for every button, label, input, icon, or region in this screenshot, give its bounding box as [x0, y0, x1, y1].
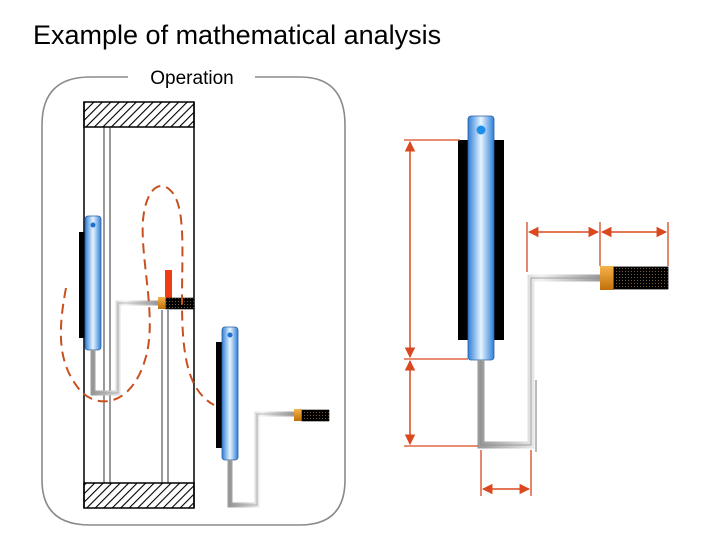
left-cylinder-sleeve [79, 232, 85, 338]
inner-cylinder-pin-icon [227, 332, 233, 338]
inner-pipe [227, 411, 294, 508]
big-cylinder-sleeve-left [458, 140, 468, 340]
big-cylinder-sleeve-right [494, 140, 504, 340]
left-orange-end [158, 297, 166, 309]
big-orange-end [600, 266, 614, 290]
inner-orange-end [294, 409, 302, 421]
top-hatched-block [83, 101, 195, 128]
motion-path [59, 184, 215, 406]
inner-cylinder-sleeve [216, 342, 222, 448]
big-dotted-piston [613, 266, 669, 290]
big-cylinder-body [467, 115, 495, 361]
operation-panel: Operation [41, 68, 346, 526]
big-cylinder-pin-icon [476, 125, 486, 135]
left-cylinder-pin-icon [90, 222, 96, 228]
analysis-drawing [404, 115, 669, 496]
left-cylinder-body [84, 215, 102, 351]
panel-label: Operation [150, 68, 233, 89]
left-dotted-piston [165, 297, 195, 310]
inner-dotted-piston [301, 409, 330, 422]
panel-frame [41, 76, 346, 526]
inner-cylinder-body [221, 326, 239, 461]
page-title: Example of mathematical analysis [33, 20, 442, 50]
red-marker [165, 270, 172, 300]
bottom-hatched-block [83, 482, 195, 509]
